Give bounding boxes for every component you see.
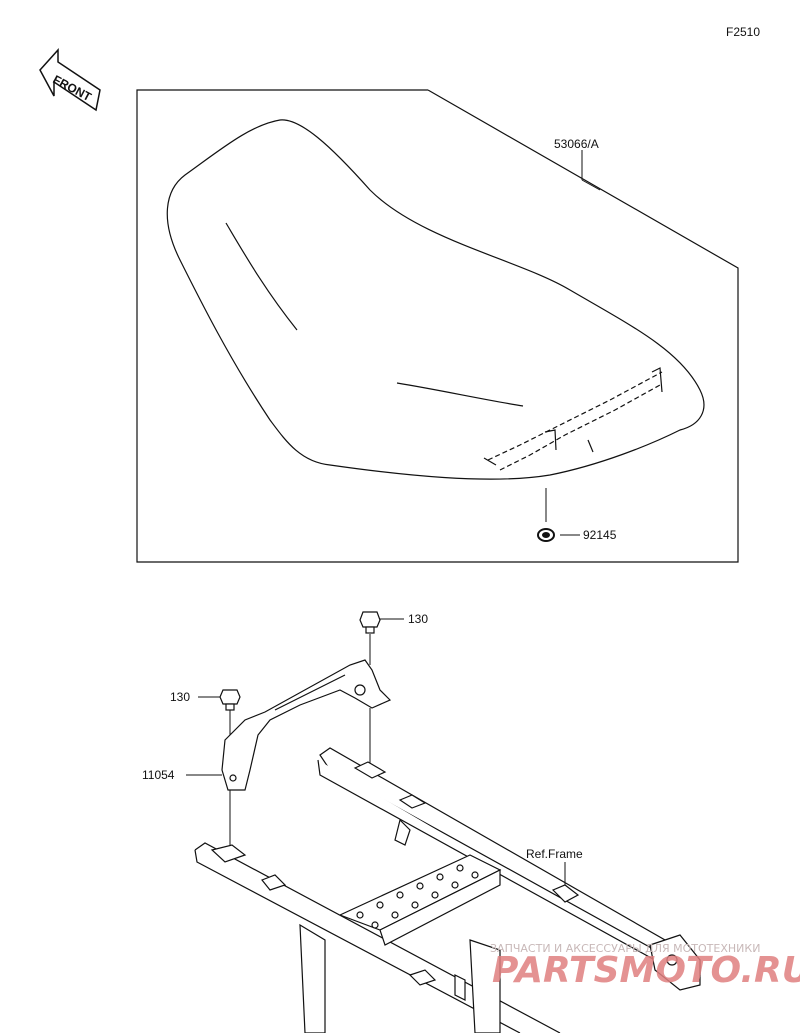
watermark-logo: PARTSMOTO.RU bbox=[492, 950, 800, 991]
bolt-left-icon bbox=[219, 689, 241, 711]
bolt-left-part-number: 130 bbox=[170, 690, 190, 704]
front-arrow-icon: FRONT bbox=[39, 48, 101, 112]
bolt-top-icon bbox=[359, 611, 381, 634]
watermark-tagline: ЗАПЧАСТИ И АКСЕССУАРЫ ДЛЯ МОТОТЕХНИКИ bbox=[490, 942, 760, 955]
frame-reference-label: Ref.Frame bbox=[526, 847, 583, 861]
seat-box bbox=[136, 89, 739, 563]
bracket-part-number: 11054 bbox=[142, 768, 175, 782]
clip-icon bbox=[537, 528, 555, 542]
figure-code: F2510 bbox=[726, 25, 760, 39]
frame-illustration bbox=[194, 747, 701, 1033]
seat-leader bbox=[581, 150, 601, 191]
bracket-illustration bbox=[221, 659, 392, 791]
clip-leader bbox=[545, 488, 580, 536]
clip-part-number: 92145 bbox=[583, 528, 617, 542]
seat-illustration bbox=[166, 119, 705, 480]
bolt-top-part-number: 130 bbox=[408, 612, 428, 626]
seat-part-number: 53066/A bbox=[554, 137, 599, 151]
